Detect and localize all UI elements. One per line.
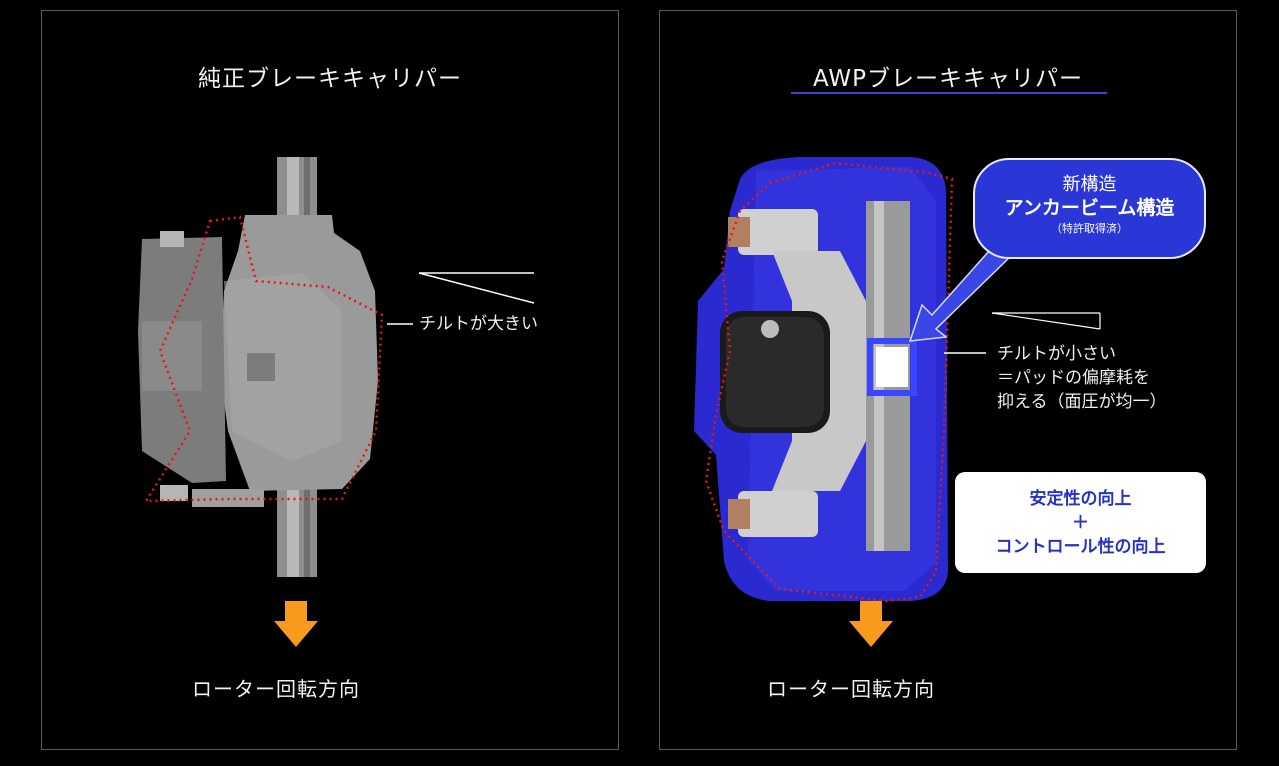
callout-line-patent: （特許取得済） <box>1051 222 1128 235</box>
tilt-small-label: チルトが小さい ＝パッドの偏摩耗を 抑える（面圧が均一） <box>997 342 1167 414</box>
tilt-outline <box>143 215 384 503</box>
callout-line-new-structure: 新構造 <box>1062 174 1117 195</box>
callout-pointer-arrow <box>908 239 1014 342</box>
tilt-small-line-1: チルトが小さい <box>997 344 1116 364</box>
stock-caliper-panel: 純正ブレーキキャリパー チルトが大きい ローター回転方向 <box>41 10 619 750</box>
tilt-angle-indicator <box>991 312 1101 330</box>
callout-line-anchor-beam: アンカービーム構造 <box>1004 197 1175 219</box>
rotation-arrow-icon <box>274 601 318 647</box>
panel-title: 純正ブレーキキャリパー <box>198 66 462 92</box>
title-underline <box>791 92 1107 94</box>
rotation-direction-label: ローター回転方向 <box>767 677 935 701</box>
awp-caliper-panel: AWPブレーキキャリパー <box>659 10 1237 750</box>
benefit-control: コントロール性の向上 <box>995 537 1166 557</box>
tilt-angle-indicator <box>418 272 535 304</box>
benefit-box: 安定性の向上 ＋ コントロール性の向上 <box>955 472 1206 573</box>
tilt-small-line-3: 抑える（面圧が均一） <box>997 392 1167 412</box>
panel-title: AWPブレーキキャリパー <box>812 66 1084 92</box>
tilt-large-label: チルトが大きい <box>419 314 538 334</box>
tilt-outline <box>704 161 954 603</box>
rotation-direction-label: ローター回転方向 <box>192 677 360 701</box>
awp-caliper-diagram <box>694 157 1101 647</box>
benefit-plus: ＋ <box>1072 513 1089 533</box>
stock-caliper-diagram <box>138 157 535 647</box>
benefit-stability: 安定性の向上 <box>1029 489 1132 509</box>
rotation-arrow-icon <box>849 601 893 647</box>
anchor-beam-callout: 新構造 アンカービーム構造 （特許取得済） <box>973 158 1206 259</box>
tilt-small-line-2: ＝パッドの偏摩耗を <box>997 368 1150 388</box>
